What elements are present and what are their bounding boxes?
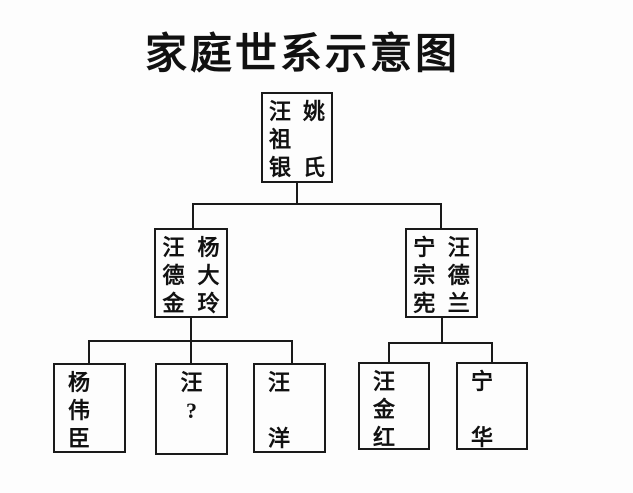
vertical-name-column: 汪 ? — [157, 365, 226, 453]
connector-line — [88, 340, 90, 363]
tree-node-child-3: 汪 洋 — [253, 363, 326, 453]
name-char: 银 — [268, 155, 291, 180]
name-char: 汪 — [162, 235, 185, 260]
name-char: 金 — [162, 291, 185, 316]
connector-line — [192, 203, 194, 228]
name-char — [297, 126, 331, 154]
name-char: 伟 — [68, 398, 91, 423]
name-char: 汪 — [268, 370, 291, 395]
tree-node-ancestor-couple: 汪 姚 祖 银 氏 — [261, 92, 333, 183]
name-char: 祖 — [268, 127, 291, 152]
name-char: 金 — [373, 397, 396, 422]
name-char — [157, 425, 226, 453]
name-char — [458, 396, 526, 424]
connector-line — [192, 203, 442, 205]
vertical-name-column: 宁 华 — [458, 364, 526, 452]
tree-node-child-2: 汪 ? — [155, 363, 228, 455]
connector-line — [190, 318, 192, 342]
name-char: 杨 — [68, 370, 91, 395]
tree-node-left-couple: 汪 杨 德 大 金 玲 — [154, 228, 228, 318]
name-char: 红 — [373, 425, 396, 450]
tree-node-right-couple: 宁 汪 宗 德 宪 兰 — [405, 228, 478, 318]
tree-node-child-5: 宁 华 — [456, 362, 528, 450]
name-char: 臣 — [68, 426, 91, 451]
name-char: 汪 — [373, 369, 396, 394]
name-char: 兰 — [447, 291, 470, 316]
name-char: 玲 — [197, 291, 220, 316]
diagram-title: 家庭世系示意图 — [145, 32, 461, 78]
name-char — [255, 397, 324, 425]
vertical-name-column: 汪 洋 — [255, 365, 324, 453]
name-char: 华 — [471, 425, 494, 450]
vertical-name-column: 汪 金 红 — [360, 364, 428, 452]
name-char: 杨 — [197, 235, 220, 260]
name-char: 德 — [447, 263, 470, 288]
name-char: 汪 — [268, 99, 291, 124]
name-char: ? — [186, 398, 197, 423]
name-char: 氏 — [302, 155, 325, 180]
connector-line — [296, 183, 298, 205]
vertical-name-columns: 汪 杨 德 大 金 玲 — [156, 230, 226, 318]
connector-line — [441, 318, 443, 344]
name-char: 宪 — [413, 291, 436, 316]
name-char: 汪 — [447, 235, 470, 260]
connector-line — [491, 342, 493, 362]
name-char: 宁 — [413, 235, 436, 260]
connector-line — [190, 340, 192, 363]
connector-line — [291, 340, 293, 363]
vertical-name-columns: 宁 汪 宗 德 宪 兰 — [407, 230, 476, 318]
connector-line — [388, 342, 493, 344]
vertical-name-columns: 汪 姚 祖 银 氏 — [263, 94, 331, 182]
tree-node-child-4: 汪 金 红 — [358, 362, 430, 450]
name-char: 大 — [197, 263, 220, 288]
name-char: 姚 — [302, 99, 325, 124]
name-char: 德 — [162, 263, 185, 288]
vertical-name-column: 杨 伟 臣 — [55, 365, 124, 453]
name-char: 汪 — [180, 370, 203, 395]
tree-node-child-1: 杨 伟 臣 — [53, 363, 126, 453]
name-char: 宁 — [471, 369, 494, 394]
name-char: 宗 — [413, 263, 436, 288]
connector-line — [440, 203, 442, 228]
name-char: 洋 — [268, 426, 291, 451]
connector-line — [388, 342, 390, 362]
